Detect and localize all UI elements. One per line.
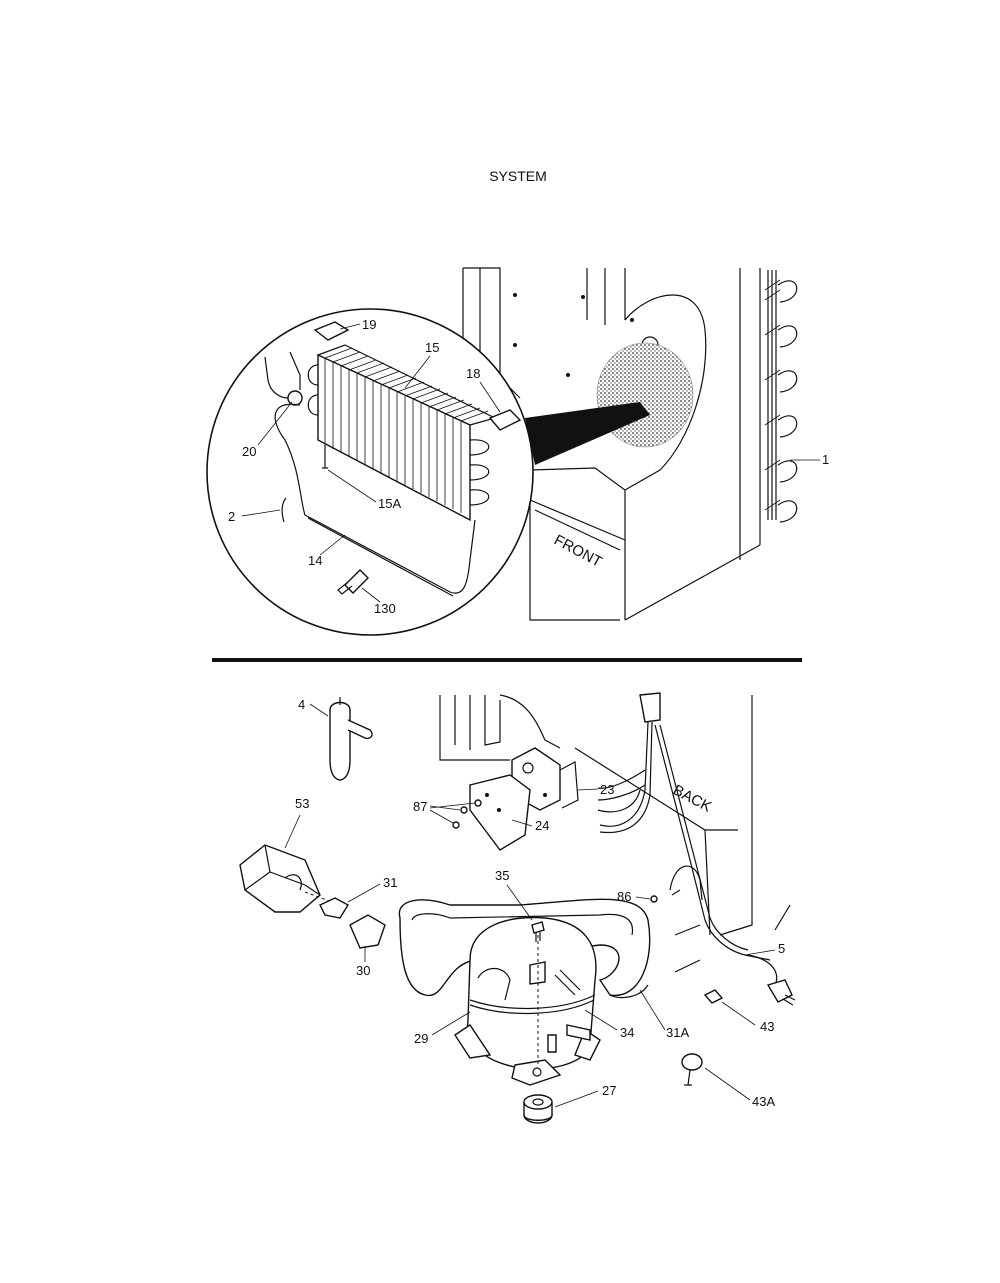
callout-5: 5	[778, 941, 785, 956]
callout-34: 34	[620, 1025, 634, 1040]
callout-14: 14	[308, 553, 322, 568]
tie-43a	[681, 1053, 703, 1086]
screw-130	[337, 569, 369, 595]
lower-section: BACK	[239, 692, 796, 1124]
callout-20: 20	[242, 444, 256, 459]
relay-30	[349, 914, 386, 949]
callout-2: 2	[228, 509, 235, 524]
callout-15: 15	[425, 340, 439, 355]
callout-18: 18	[466, 366, 480, 381]
bolt-35	[531, 921, 545, 942]
callout-86: 86	[617, 889, 631, 904]
callout-29: 29	[414, 1031, 428, 1046]
defrost-thermostat-20	[264, 351, 303, 406]
part-2	[281, 497, 287, 523]
relay-cover-53	[239, 844, 341, 913]
cabinet-rear-view: FRONT	[462, 267, 761, 621]
callout-19: 19	[362, 317, 376, 332]
condenser-coil	[764, 270, 798, 523]
clip-43	[703, 989, 724, 1004]
compressor-29	[454, 916, 601, 1086]
callout-27: 27	[602, 1083, 616, 1098]
lower-callouts: 4 53 87 23 24 31 35 86 30 5 29 34 31A	[284, 697, 785, 1109]
callout-87: 87	[413, 799, 427, 814]
callout-43a: 43A	[752, 1094, 775, 1109]
defrost-heater-15a	[322, 445, 328, 469]
bracket-24	[469, 774, 531, 851]
pad-18	[488, 409, 522, 431]
screws-87	[452, 799, 482, 829]
magnified-evaporator-view	[206, 308, 534, 636]
callout-130: 130	[374, 601, 396, 616]
upper-section: FRONT	[206, 267, 829, 636]
evaporator	[307, 344, 497, 522]
power-cord-5	[747, 954, 796, 1006]
timer-wires	[597, 692, 771, 961]
drain-tube-14	[274, 403, 476, 597]
callout-31a: 31A	[666, 1025, 689, 1040]
callout-24: 24	[535, 818, 549, 833]
pad-19	[313, 321, 350, 341]
overload-31	[319, 897, 349, 919]
callout-1: 1	[822, 452, 829, 467]
callout-35: 35	[495, 868, 509, 883]
upper-callouts: 1 19 15 18 20 15A 2 14 130	[228, 317, 829, 616]
clamp-86	[650, 865, 703, 903]
magnifier-beam	[525, 402, 650, 465]
callout-23: 23	[600, 782, 614, 797]
diagram-title: SYSTEM	[489, 168, 547, 184]
callout-4: 4	[298, 697, 305, 712]
section-divider	[212, 658, 802, 662]
callout-30: 30	[356, 963, 370, 978]
callout-15a: 15A	[378, 496, 401, 511]
callout-31: 31	[383, 875, 397, 890]
callout-53: 53	[295, 796, 309, 811]
front-label: FRONT	[551, 532, 605, 571]
callout-43: 43	[760, 1019, 774, 1034]
grommet-27	[523, 1094, 553, 1124]
drier-4	[329, 697, 373, 781]
